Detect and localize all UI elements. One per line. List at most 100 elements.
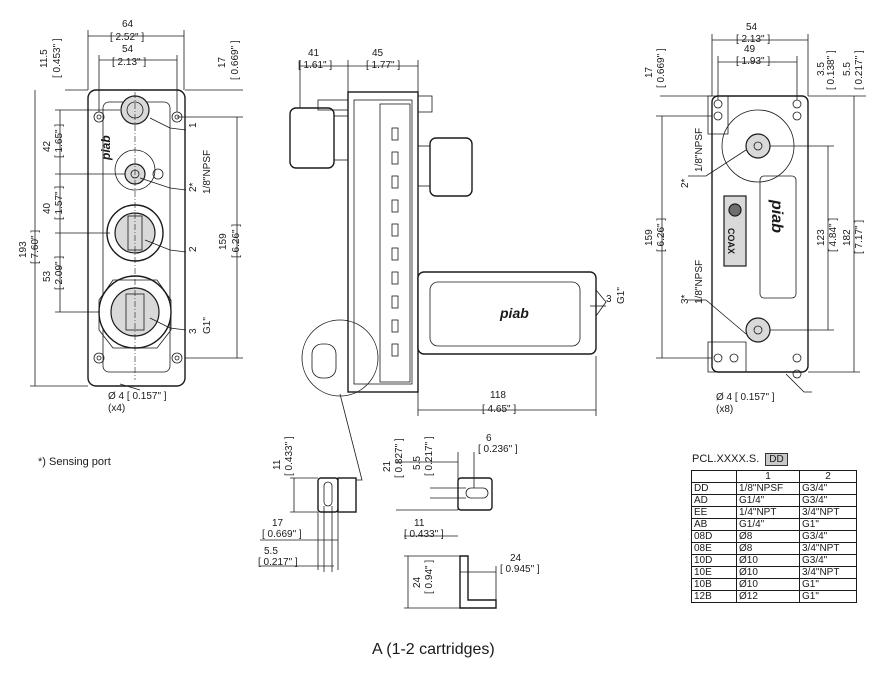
side-slots bbox=[391, 127, 399, 357]
side-width-a-in: [ 1.61" ] bbox=[298, 60, 332, 71]
rear-right-b-in: [ 0.217" ] bbox=[854, 50, 865, 90]
rear-ports-height-mm: 123 bbox=[816, 229, 827, 246]
detail-d1-in: [ 0.433" ] bbox=[284, 436, 295, 476]
rear-right-a-mm: 3.5 bbox=[816, 62, 827, 76]
rear-width-in: [ 2.13" ] bbox=[736, 34, 770, 45]
rear-right-a-in: [ 0.138" ] bbox=[826, 50, 837, 90]
rear-hole-qty: (x8) bbox=[716, 404, 733, 415]
config-header-port-2: 2 bbox=[799, 470, 857, 483]
config-cell-port-2: G3/4" bbox=[799, 482, 857, 495]
front-port-label-2: 2 bbox=[188, 246, 199, 252]
config-cell-port-2: 3/4"NPT bbox=[799, 542, 857, 555]
front-port-label-3: 3 bbox=[188, 328, 199, 334]
detail-d7-mm: 11 bbox=[414, 518, 425, 529]
front-view bbox=[87, 89, 187, 391]
detail-d4-in: [ 0.827" ] bbox=[394, 438, 405, 478]
config-cell-port-1: Ø8 bbox=[736, 530, 800, 543]
config-cell-code: 08D bbox=[691, 530, 737, 543]
rear-holes-mm: 49 bbox=[744, 44, 756, 55]
detail-d3-mm: 5.5 bbox=[264, 546, 278, 557]
config-cell-port-1: Ø12 bbox=[736, 590, 800, 603]
front-port-label-2s: 2* bbox=[188, 182, 199, 192]
front-holes-height-mm: 159 bbox=[218, 233, 229, 250]
detail-d6-in: [ 0.236" ] bbox=[478, 444, 518, 455]
detail-d7-in: [ 0.433" ] bbox=[404, 529, 444, 540]
front-port-size-npsf: 1/8"NPSF bbox=[202, 150, 213, 194]
front-width-mm: 64 bbox=[122, 19, 134, 30]
detail-d4-mm: 21 bbox=[382, 460, 393, 472]
front-holes-in: [ 2.13" ] bbox=[112, 57, 146, 68]
config-code-prefix: PCL.XXXX.S. bbox=[692, 453, 760, 465]
detail-d2-mm: 17 bbox=[272, 518, 284, 529]
side-length-in: [ 4.65" ] bbox=[482, 404, 516, 415]
front-height-in: [ 7.60" ] bbox=[30, 230, 41, 264]
config-cell-port-2: G1" bbox=[799, 590, 857, 603]
side-port-label-3: 3 bbox=[606, 294, 612, 305]
config-cell-port-1: Ø10 bbox=[736, 566, 800, 579]
front-pitch34-mm: 53 bbox=[42, 270, 53, 282]
front-pitch12-mm: 42 bbox=[42, 140, 53, 152]
config-cell-code: 10D bbox=[691, 554, 737, 567]
side-brand-logo: piab bbox=[499, 305, 529, 321]
side-width-b-in: [ 1.77" ] bbox=[366, 60, 400, 71]
config-cell-code: 08E bbox=[691, 542, 737, 555]
rear-ports-height-in: [ 4.84" ] bbox=[828, 218, 839, 252]
side-port-size-g1: G1" bbox=[616, 287, 627, 304]
side-length-mm: 118 bbox=[490, 390, 506, 401]
detail-d9-mm: 24 bbox=[412, 576, 423, 588]
config-cell-port-1: G1/4" bbox=[736, 494, 800, 507]
config-cell-code: 12B bbox=[691, 590, 737, 603]
rear-hole-dia: Ø 4 [ 0.157" ] bbox=[716, 392, 775, 403]
front-pitch34-in: [ 2.09" ] bbox=[54, 256, 65, 290]
config-cell-port-1: Ø10 bbox=[736, 578, 800, 591]
detail-bracket-bend: 24 [ 0.945" ] 24 [ 0.94" ] bbox=[404, 553, 540, 609]
detail-bracket-front: 11 [ 0.433" ] 17 [ 0.669" ] 5.5 [ 0.217"… bbox=[258, 436, 357, 572]
config-cell-port-2: 3/4"NPT bbox=[799, 506, 857, 519]
config-code-highlight: DD bbox=[765, 453, 788, 466]
config-cell-port-2: G3/4" bbox=[799, 530, 857, 543]
front-top-right-mm: 17 bbox=[217, 56, 228, 68]
side-dimensions: 41 [ 1.61" ] 45 [ 1.77" ] 118 [ 4.65" ] bbox=[298, 48, 597, 416]
config-cell-port-2: G3/4" bbox=[799, 494, 857, 507]
config-cell-port-2: 3/4"NPT bbox=[799, 566, 857, 579]
front-port-size-g1: G1" bbox=[202, 317, 213, 334]
side-view: piab 3 G1" bbox=[289, 91, 627, 481]
rear-height-mm: 182 bbox=[842, 229, 853, 246]
rear-labels: 2* 1/8"NPSF 3* 1/8"NPSF Ø 4 [ 0.157" ] (… bbox=[680, 128, 775, 415]
front-port-labels: 1 2* 1/8"NPSF 2 3 G1" piab Ø 4 [ 0.157" … bbox=[99, 122, 213, 414]
rear-top-in: [ 0.669" ] bbox=[656, 48, 667, 88]
front-top-left-mm: 11.5 bbox=[39, 49, 50, 68]
config-header-row: 1 2 bbox=[691, 470, 857, 483]
front-holes-mm: 54 bbox=[122, 44, 134, 55]
drawing-caption: A (1-2 cartridges) bbox=[372, 641, 495, 658]
rear-dimensions: 54 [ 2.13" ] 49 [ 1.93" ] 17 [ 0.669" ] … bbox=[644, 22, 866, 373]
rear-right-b-mm: 5.5 bbox=[842, 62, 853, 76]
side-width-a-mm: 41 bbox=[308, 48, 320, 59]
rear-coax-badge: COAX bbox=[726, 228, 736, 254]
side-width-b-mm: 45 bbox=[372, 48, 384, 59]
rear-brand-logo: piab bbox=[768, 199, 785, 233]
detail-d5-in: [ 0.217" ] bbox=[424, 436, 435, 476]
config-cell-port-1: G1/4" bbox=[736, 518, 800, 531]
detail-d8-in: [ 0.945" ] bbox=[500, 564, 540, 575]
detail-d8-mm: 24 bbox=[510, 553, 522, 564]
config-table-title: PCL.XXXX.S. DD bbox=[692, 453, 788, 466]
config-cell-code: AB bbox=[691, 518, 737, 531]
rear-top-mm: 17 bbox=[644, 66, 655, 78]
config-cell-port-1: 1/4"NPT bbox=[736, 506, 800, 519]
front-hole-dia: Ø 4 [ 0.157" ] bbox=[108, 391, 167, 402]
config-cell-code: AD bbox=[691, 494, 737, 507]
detail-d3-in: [ 0.217" ] bbox=[258, 557, 298, 568]
config-cell-port-1: Ø10 bbox=[736, 554, 800, 567]
front-pitch23-mm: 40 bbox=[42, 202, 53, 214]
rear-port-label-2s: 2* bbox=[680, 178, 691, 188]
